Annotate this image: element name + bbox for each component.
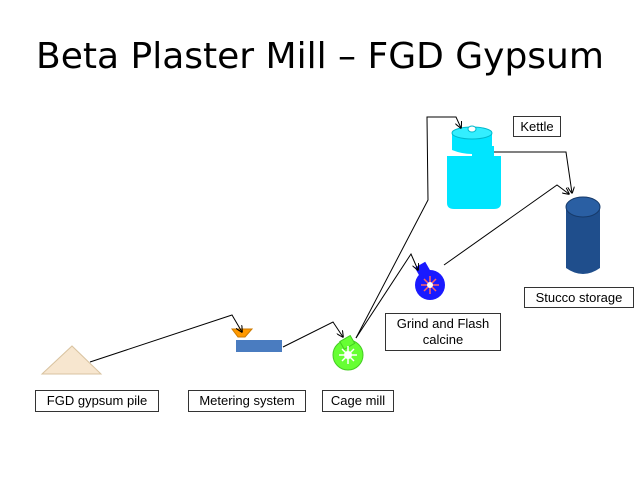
arrow-metering-to-cage xyxy=(282,321,343,348)
gypsum-pile-icon xyxy=(40,345,103,375)
kettle-icon xyxy=(447,125,501,209)
flash-calciner-icon xyxy=(414,261,445,300)
page-title: Beta Plaster Mill – FGD Gypsum xyxy=(36,36,604,77)
arrow-cage-to-grinder xyxy=(355,252,418,339)
cage-mill-icon xyxy=(332,334,364,371)
label-grind-line1: Grind and Flash xyxy=(396,316,490,331)
stucco-storage-icon xyxy=(565,196,601,274)
arrow-pile-to-metering xyxy=(89,314,242,363)
metering-system-icon xyxy=(231,328,282,352)
label-grind-and-flash-calcine: Grind and Flash calcine xyxy=(385,313,501,351)
label-metering-system: Metering system xyxy=(188,390,306,412)
label-stucco-storage: Stucco storage xyxy=(524,287,634,308)
label-cage-mill: Cage mill xyxy=(322,390,394,412)
label-grind-line2: calcine xyxy=(422,332,464,347)
arrow-cage-to-kettle xyxy=(355,116,461,339)
label-kettle: Kettle xyxy=(513,116,561,137)
arrow-grinder-to-stucco xyxy=(443,184,569,266)
label-fgd-gypsum-pile: FGD gypsum pile xyxy=(35,390,159,412)
arrow-kettle-to-stucco xyxy=(494,151,572,193)
